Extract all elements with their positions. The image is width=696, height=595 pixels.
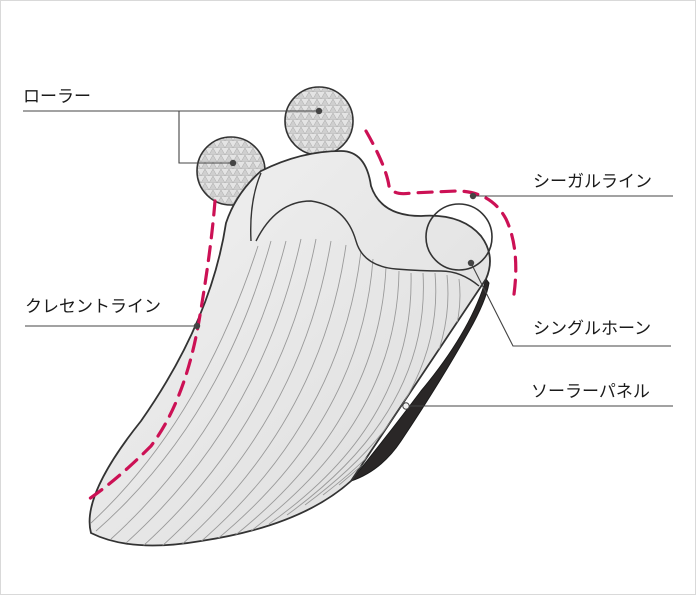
leader-horn bbox=[470, 262, 671, 347]
roller-ball-back bbox=[284, 86, 354, 156]
crescent-line-dashed bbox=[84, 199, 217, 503]
leader-dots bbox=[193, 107, 477, 410]
seagull-line-dashed bbox=[364, 129, 518, 303]
label-solar-panel: ソーラーパネル bbox=[531, 382, 650, 402]
label-seagull-line: シーガルライン bbox=[533, 172, 652, 192]
solar-panel bbox=[349, 277, 490, 483]
single-horn-highlight bbox=[425, 203, 493, 271]
device-body bbox=[88, 150, 491, 547]
leader-roller-drop bbox=[178, 111, 233, 164]
upper-ridge-line bbox=[255, 200, 480, 287]
label-single-horn: シングルホーン bbox=[533, 319, 652, 339]
label-crescent-line: クレセントライン bbox=[25, 297, 161, 317]
leader-lines bbox=[23, 110, 673, 407]
body-stripes bbox=[90, 238, 461, 546]
label-roller: ローラー bbox=[23, 87, 91, 107]
front-edge-line bbox=[250, 172, 262, 242]
